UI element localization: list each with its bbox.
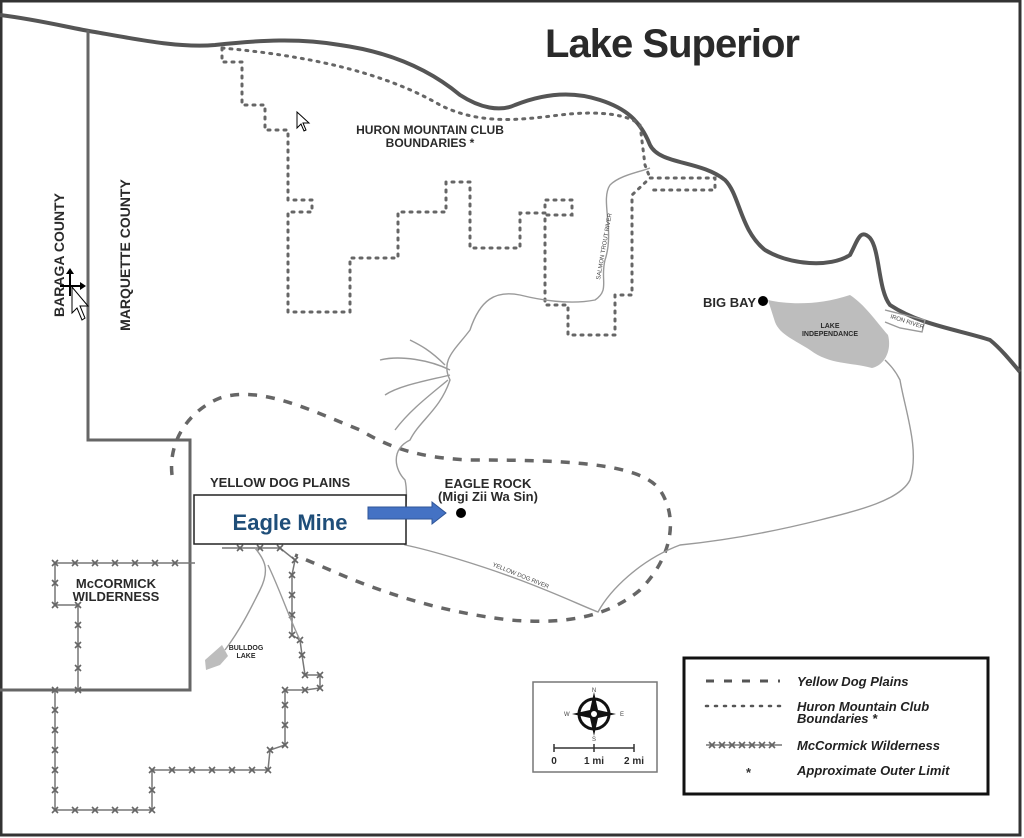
big-bay-marker — [758, 296, 768, 306]
marquette-county-label: MARQUETTE COUNTY — [117, 179, 133, 331]
legend-item-yellow-dog: Yellow Dog Plains — [797, 674, 908, 689]
big-bay-label: BIG BAY — [703, 295, 756, 310]
eagle-rock-label: EAGLE ROCK — [445, 476, 532, 491]
lake-independance-label-2: INDEPENDANCE — [802, 331, 858, 338]
bulldog-lake — [205, 645, 228, 670]
huron-label-2: BOUNDARIES * — [386, 136, 475, 150]
compass-s: S — [592, 737, 596, 743]
map-title: Lake Superior — [545, 22, 800, 66]
bulldog-lake-label: BULLDOG — [229, 645, 264, 652]
scale-bar — [553, 744, 635, 752]
eagle-mine-callout: Eagle Mine — [193, 494, 447, 545]
lake-independance — [768, 295, 890, 368]
huron-label: HURON MOUNTAIN CLUB — [356, 123, 504, 137]
compass-w: W — [564, 712, 570, 718]
scale-tick-1: 1 mi — [584, 756, 604, 767]
asterisk-icon: * — [746, 765, 752, 780]
compass-e: E — [620, 712, 624, 718]
compass-n: N — [592, 688, 596, 694]
compass-rose-icon — [572, 692, 616, 736]
legend-item-huron-2: Boundaries * — [797, 711, 878, 726]
scale-tick-2: 2 mi — [624, 756, 644, 767]
mouse-cursor-icon — [296, 110, 311, 132]
mccormick-label-2: WILDERNESS — [73, 589, 160, 604]
arrow-icon — [367, 500, 447, 526]
baraga-county-label: BARAGA COUNTY — [51, 192, 67, 317]
eagle-rock-label-2: (Migi Zii Wa Sin) — [438, 489, 538, 504]
scale-tick-0: 0 — [551, 756, 557, 767]
bulldog-lake-label-2: LAKE — [236, 653, 255, 660]
mccormick-label: McCORMICK — [76, 576, 157, 591]
compass-scale-box: N S E W 0 1 mi 2 mi — [532, 681, 658, 773]
legend-item-outer-limit: Approximate Outer Limit — [796, 763, 950, 778]
eagle-mine-label: Eagle Mine — [233, 510, 348, 535]
eagle-rock-marker — [456, 508, 466, 518]
yellow-dog-plains-boundary — [169, 392, 673, 623]
yellow-dog-plains-label: YELLOW DOG PLAINS — [210, 475, 350, 490]
huron-mountain-club-boundary — [220, 46, 717, 337]
move-cursor-icon — [60, 268, 90, 321]
legend-item-huron: Huron Mountain Club — [797, 699, 929, 714]
rivers — [224, 167, 926, 651]
legend: Yellow Dog Plains Huron Mountain Club Bo… — [682, 656, 990, 796]
legend-item-mccormick: McCormick Wilderness — [797, 738, 940, 753]
lake-independance-label: LAKE — [820, 323, 839, 330]
